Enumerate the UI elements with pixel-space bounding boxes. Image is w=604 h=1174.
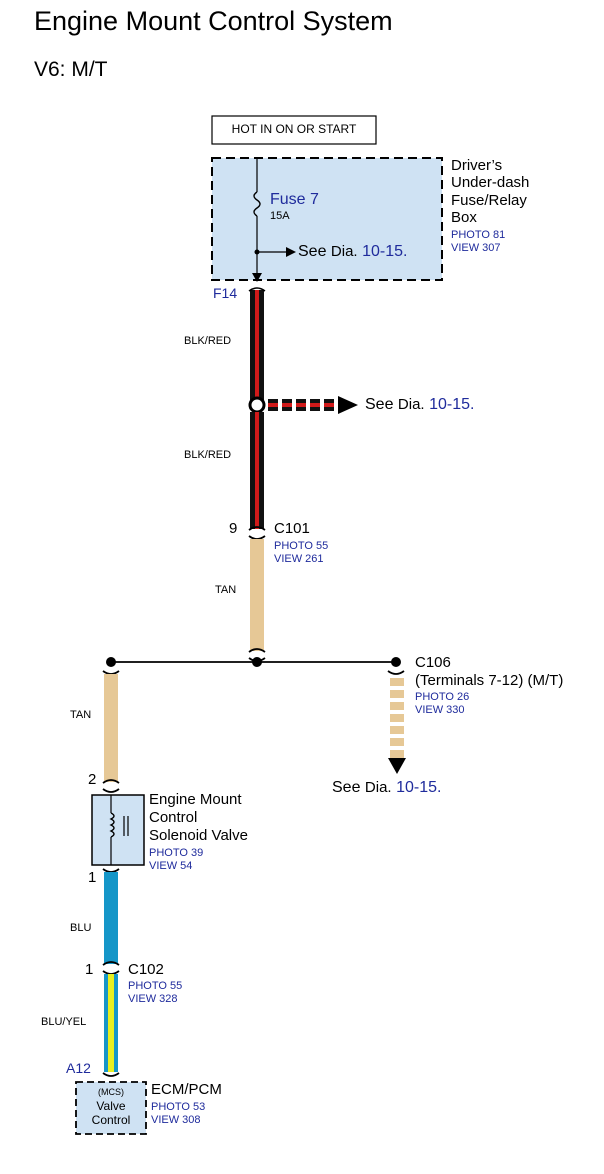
solenoid-pin-bottom: 1 <box>88 869 97 886</box>
c102-photo-link[interactable]: PHOTO 55 <box>128 980 183 992</box>
fuse-rating: 15A <box>270 210 290 222</box>
wire-label-tan-2: TAN <box>70 709 92 721</box>
fuse-dia-text: Dia. <box>330 243 358 260</box>
c106-dia-link[interactable]: 10-15. <box>396 779 442 796</box>
ecm-valve: Valve <box>96 1099 126 1113</box>
splice-see-arrow <box>338 396 358 414</box>
ecm-box <box>75 1081 147 1135</box>
c101-photo-link[interactable]: PHOTO 55 <box>274 540 329 552</box>
wire-blu <box>104 872 118 964</box>
c106-photo-link[interactable]: PHOTO 26 <box>415 691 470 703</box>
splice-dia-link[interactable]: 10-15. <box>429 396 475 413</box>
solenoid-name-3: Solenoid Valve <box>149 827 248 844</box>
fuse-box-name-2: Under-dash <box>451 174 530 191</box>
c106-see-text: See <box>332 779 361 796</box>
wire-tan-1 <box>250 539 264 651</box>
solenoid-view-link[interactable]: VIEW 54 <box>149 860 193 872</box>
fuse-box-name-4: Box <box>451 209 477 226</box>
terminal-f14: F14 <box>213 285 238 301</box>
c106-branch-wire <box>390 678 404 758</box>
c106-name: C106 <box>415 654 451 671</box>
solenoid-photo-link[interactable]: PHOTO 39 <box>149 847 204 859</box>
ecm-photo-link[interactable]: PHOTO 53 <box>151 1101 206 1113</box>
page-subtitle: V6: M/T <box>34 58 108 81</box>
solenoid-box <box>91 794 145 866</box>
ecm-view-link[interactable]: VIEW 308 <box>151 1114 201 1126</box>
wire-label-tan-1: TAN <box>215 584 237 596</box>
c106-view-link[interactable]: VIEW 330 <box>415 704 465 716</box>
power-label-box <box>211 115 377 145</box>
fuse-box-photo-link[interactable]: PHOTO 81 <box>451 229 506 241</box>
c106-dia-text: Dia. <box>364 779 392 796</box>
wire-label-blk-red-1: BLK/RED <box>184 335 232 347</box>
ecm-control: Control <box>91 1113 131 1127</box>
solenoid-name-2: Control <box>149 809 198 826</box>
fuse-name: Fuse 7 <box>270 191 319 208</box>
fuse-box <box>211 157 443 281</box>
c106-see-arrow <box>388 758 406 774</box>
page-title: Engine Mount Control System <box>34 6 393 36</box>
c101-pin: 9 <box>229 520 238 537</box>
wire-label-blu-yel: BLU/YEL <box>41 1016 87 1028</box>
wire-label-blu: BLU <box>70 922 92 934</box>
fuse-box-name-3: Fuse/Relay <box>451 192 527 209</box>
terminal-a12: A12 <box>66 1060 91 1076</box>
fuse-dia-link[interactable]: 10-15. <box>362 243 408 260</box>
solenoid-pin-top: 2 <box>88 771 97 788</box>
fuse-box-name-1: Driver’s <box>451 157 503 174</box>
splice-dia-text: Dia. <box>397 396 425 413</box>
fuse-see-arrow <box>286 247 296 257</box>
c102-pin: 1 <box>85 961 94 978</box>
c106-connector <box>387 670 405 675</box>
c102-name: C102 <box>128 961 164 978</box>
splice-point <box>248 396 266 414</box>
fuse-box-view-link[interactable]: VIEW 307 <box>451 242 501 254</box>
splice-see-text: See <box>365 396 394 413</box>
solenoid-name-1: Engine Mount <box>149 791 242 808</box>
c101-view-link[interactable]: VIEW 261 <box>274 553 324 565</box>
power-label: HOT IN ON OR START <box>231 122 357 136</box>
c101-name: C101 <box>274 520 310 537</box>
fuse-symbol <box>253 191 261 217</box>
ecm-mcs: (MCS) <box>98 1087 124 1097</box>
c102-view-link[interactable]: VIEW 328 <box>128 993 178 1005</box>
fuse-see-text: See <box>298 243 327 260</box>
wire-label-blk-red-2: BLK/RED <box>184 449 232 461</box>
ecm-name: ECM/PCM <box>151 1081 222 1098</box>
solenoid-coil-symbol <box>109 812 115 838</box>
wire-tan-2 <box>104 674 118 782</box>
c106-desc: (Terminals 7-12) (M/T) <box>415 672 564 689</box>
splice-branch-wire <box>268 399 334 411</box>
